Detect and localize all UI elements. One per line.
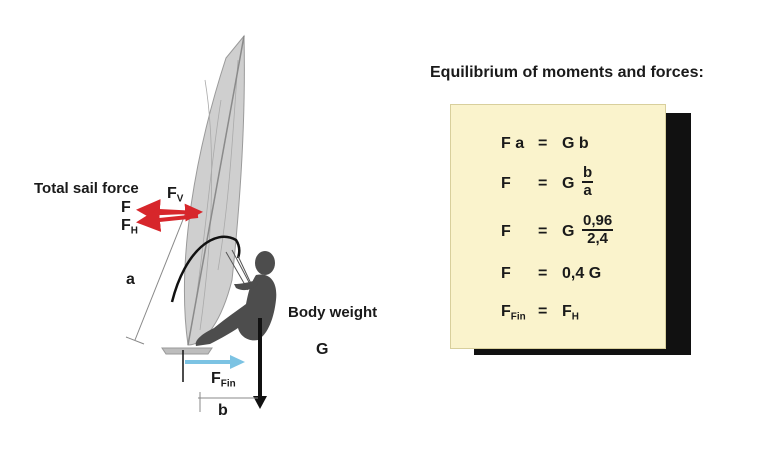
sail-batten: [199, 79, 213, 331]
lever-arm-b-label: b: [218, 402, 228, 419]
equals-sign: =: [538, 303, 548, 320]
equation-left: F: [501, 265, 511, 282]
force-fh-label: FH: [121, 217, 138, 237]
equation-left: FFin: [501, 303, 526, 323]
sail-batten: [217, 59, 239, 271]
sail-force-fv-arrow: [149, 203, 203, 222]
sail-batten: [195, 99, 222, 301]
boom: [170, 235, 241, 303]
fin-force-arrowhead: [230, 355, 245, 369]
force-f-label: F: [121, 199, 131, 216]
total-sail-force-label: Total sail force: [34, 180, 139, 197]
equations-panel: F a = G b F = G b a F = G 0,96 2,4 F = 0…: [450, 104, 666, 349]
equation-left: F: [501, 223, 511, 240]
lever-arm-a-tick: [125, 336, 145, 345]
mast: [187, 35, 245, 346]
equilibrium-heading: Equilibrium of moments and forces:: [430, 64, 704, 81]
equals-sign: =: [538, 135, 548, 152]
weight-arrowhead: [253, 396, 267, 409]
equation-right: G b: [562, 135, 589, 152]
equals-sign: =: [538, 175, 548, 192]
force-fv-label: FV: [167, 185, 184, 205]
board: [161, 347, 213, 355]
lever-arm-a-label: a: [126, 271, 135, 288]
fraction-b-over-a: b a: [582, 164, 594, 199]
weight-g-label: G: [316, 341, 329, 358]
equals-sign: =: [538, 223, 548, 240]
equation-right: G: [562, 175, 575, 192]
fin-force-label: FFin: [211, 370, 236, 390]
equation-right: 0,4 G: [562, 265, 602, 282]
equation-left: F: [501, 175, 511, 192]
body-weight-label: Body weight: [288, 304, 378, 321]
sailor-figure: [195, 251, 277, 346]
lever-arm-a-line: [134, 211, 187, 341]
equation-right: FH: [562, 303, 579, 323]
fraction-0-96-over-2-4: 0,96 2,4: [582, 212, 614, 247]
equation-right: G: [562, 223, 575, 240]
equation-left: F a: [501, 135, 525, 152]
equals-sign: =: [538, 265, 548, 282]
